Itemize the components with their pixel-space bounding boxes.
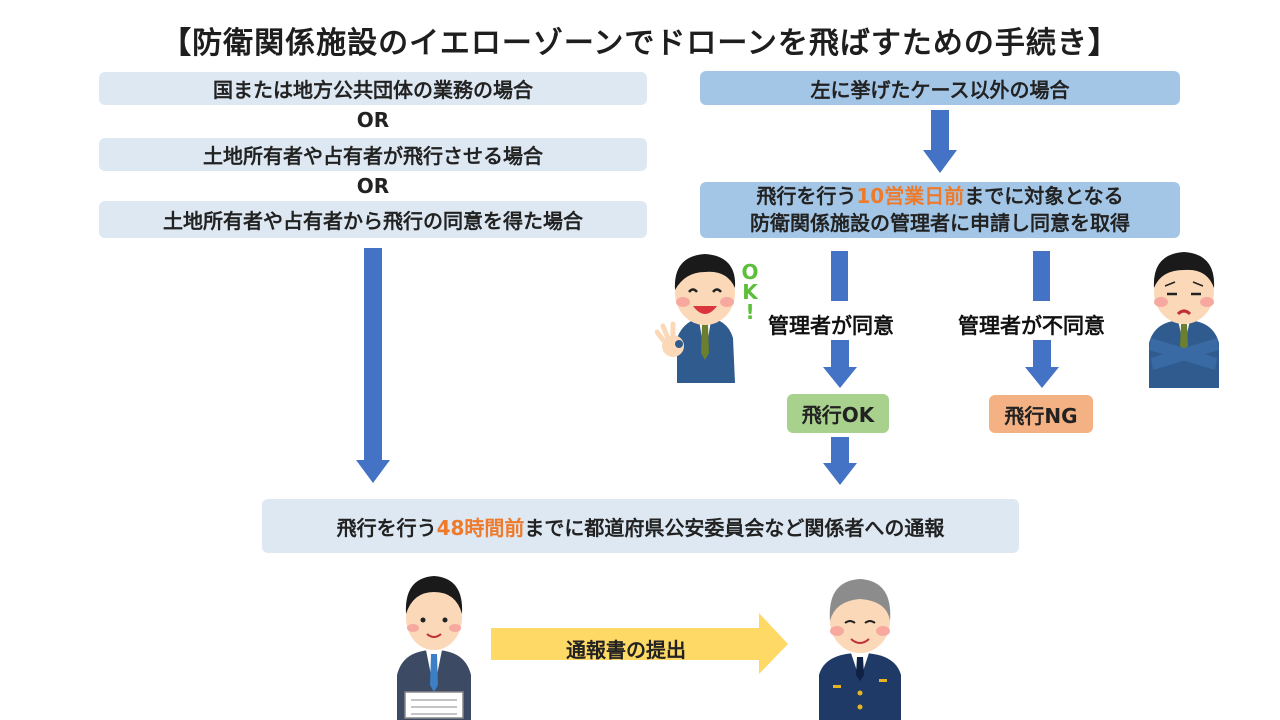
application-box: 飛行を行う10営業日前までに対象となる 防衛関係施設の管理者に申請し同意を取得 [700,182,1180,238]
application-suffix: までに対象となる [964,184,1124,208]
ok-exclamation: ! [745,300,755,324]
agree-arrow [823,340,857,388]
application-line1: 飛行を行う10営業日前までに対象となる [756,183,1123,210]
application-prefix: 飛行を行う [756,184,857,208]
other-case-box: 左に挙げたケース以外の場合 [700,71,1180,105]
condition-text: 国または地方公共団体の業務の場合 [213,78,533,102]
deadline-highlight: 10営業日前 [856,184,965,208]
submission-label: 通報書の提出 [566,638,686,662]
page-title: 【防衛関係施設のイエローゾーンでドローンを飛ばすための手続き】 [161,26,1119,61]
other-case-text: 左に挙げたケース以外の場合 [810,77,1070,102]
application-line2: 防衛関係施設の管理者に申請し同意を取得 [750,211,1130,235]
disagree-arrow-shaft [1033,251,1050,301]
condition-box-owner-flight: 土地所有者や占有者が飛行させる場合 [99,138,647,171]
or-separator: OR [356,174,390,198]
ok-letter-o: O [741,260,759,284]
notification-prefix: 飛行を行う [336,515,437,540]
disagree-arrow [1025,340,1059,388]
flight-ok-badge: 飛行OK [787,394,889,433]
notification-deadline-highlight: 48時間前 [436,515,525,540]
notification-suffix: までに都道府県公安委員会など関係者への通報 [524,515,945,540]
condition-box-government: 国または地方公共団体の業務の場合 [99,72,647,105]
agree-label: 管理者が同意 [768,314,894,338]
disagree-label: 管理者が不同意 [958,314,1105,338]
submission-arrow [491,613,788,674]
condition-text: 土地所有者や占有者が飛行させる場合 [203,144,543,168]
down-arrow-left [356,248,390,483]
down-arrow-right-top [923,110,957,173]
happy-businessman-illustration [655,254,736,383]
police-officer-illustration [819,579,901,720]
condition-box-owner-consent: 土地所有者や占有者から飛行の同意を得た場合 [99,201,647,238]
ok-down-arrow [823,437,857,485]
condition-text: 土地所有者や占有者から飛行の同意を得た場合 [163,209,583,233]
submitter-businessman-illustration [397,576,471,720]
flight-ng-badge: 飛行NG [989,395,1093,433]
or-separator: OR [356,108,390,132]
ok-letter-k: K [742,280,758,304]
ok-sign-text: O K ! [740,262,760,322]
agree-arrow-shaft [831,251,848,301]
disagreeing-businessman-illustration [1149,252,1219,388]
